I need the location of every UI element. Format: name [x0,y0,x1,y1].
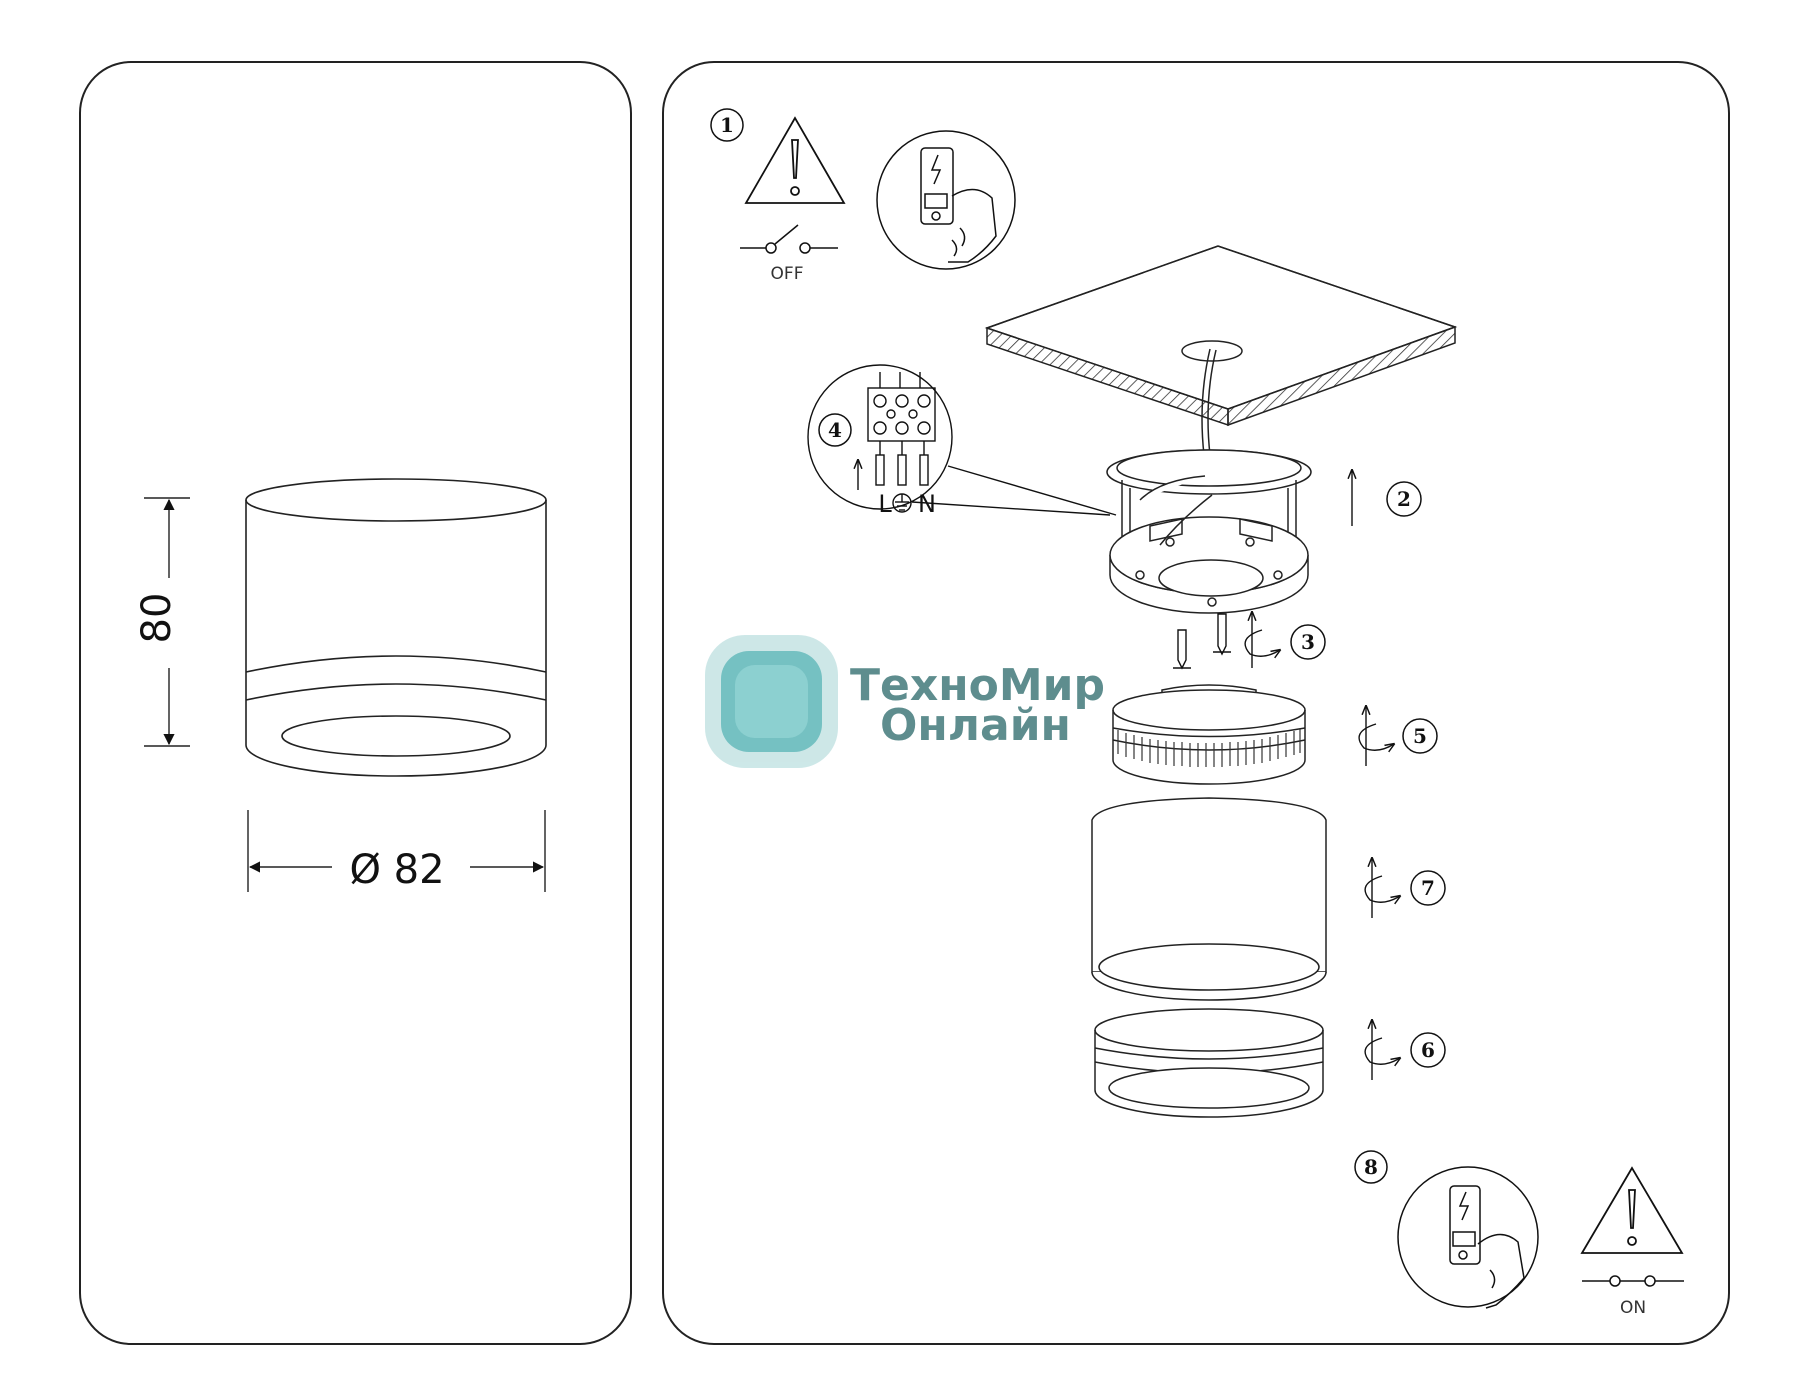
switch-off-icon [740,224,838,254]
step-5-label: 5 [1413,724,1427,748]
switch-on-icon [1582,1275,1684,1287]
warning-triangle-icon [744,116,846,204]
step-8-marker [1354,1150,1388,1184]
switch-on-label: ON [1620,1298,1646,1318]
step-7-label: 7 [1421,876,1435,900]
hand-pressing-breaker-icon [1397,1166,1539,1309]
watermark-logo [705,635,838,768]
ceiling-slab [984,245,1458,456]
rotate-arrow-icon [1358,706,1394,766]
rotate-arrow-icon [1364,1020,1400,1080]
watermark-text-line2: Онлайн [880,700,1071,751]
height-dimension [144,497,190,747]
switch-off-label: OFF [771,264,804,284]
step-6-marker [1410,1032,1446,1068]
hand-pressing-breaker-icon [876,130,1016,270]
warning-triangle-icon [1580,1166,1684,1254]
step-2-marker [1386,481,1422,517]
step-4-label: 4 [828,418,842,442]
wire-neutral-label: N [918,490,936,518]
decorative-ring [1094,1008,1324,1118]
diameter-value: Ø 82 [349,847,444,893]
wire-line-label: L [878,490,892,518]
driver-ring [1112,684,1306,785]
step-6-label: 6 [1421,1038,1435,1062]
step-5-marker [1402,718,1438,754]
watermark-text-line1: ТехноМир [850,660,1105,711]
screws [1173,613,1231,670]
dimensions-panel [79,61,632,1345]
step-2-label: 2 [1397,487,1411,511]
step-8-label: 8 [1364,1155,1378,1179]
diameter-dimension [247,810,546,892]
height-value: 80 [134,593,180,644]
step-3-marker [1290,624,1326,660]
rotate-arrow-icon [1244,612,1280,668]
mounting-base [1106,449,1312,614]
step-4-marker [818,413,852,447]
earth-ground-icon [892,493,912,513]
rotate-arrow-icon [1364,858,1400,918]
step-1-label: 1 [720,113,734,137]
housing-cylinder [1091,797,1327,1001]
step-7-marker [1410,870,1446,906]
step-1-marker [710,108,744,142]
gear-teeth [1117,729,1301,767]
lamp-dimension-drawing [245,478,547,777]
wiring-detail [807,364,1117,516]
step-3-label: 3 [1301,630,1315,654]
